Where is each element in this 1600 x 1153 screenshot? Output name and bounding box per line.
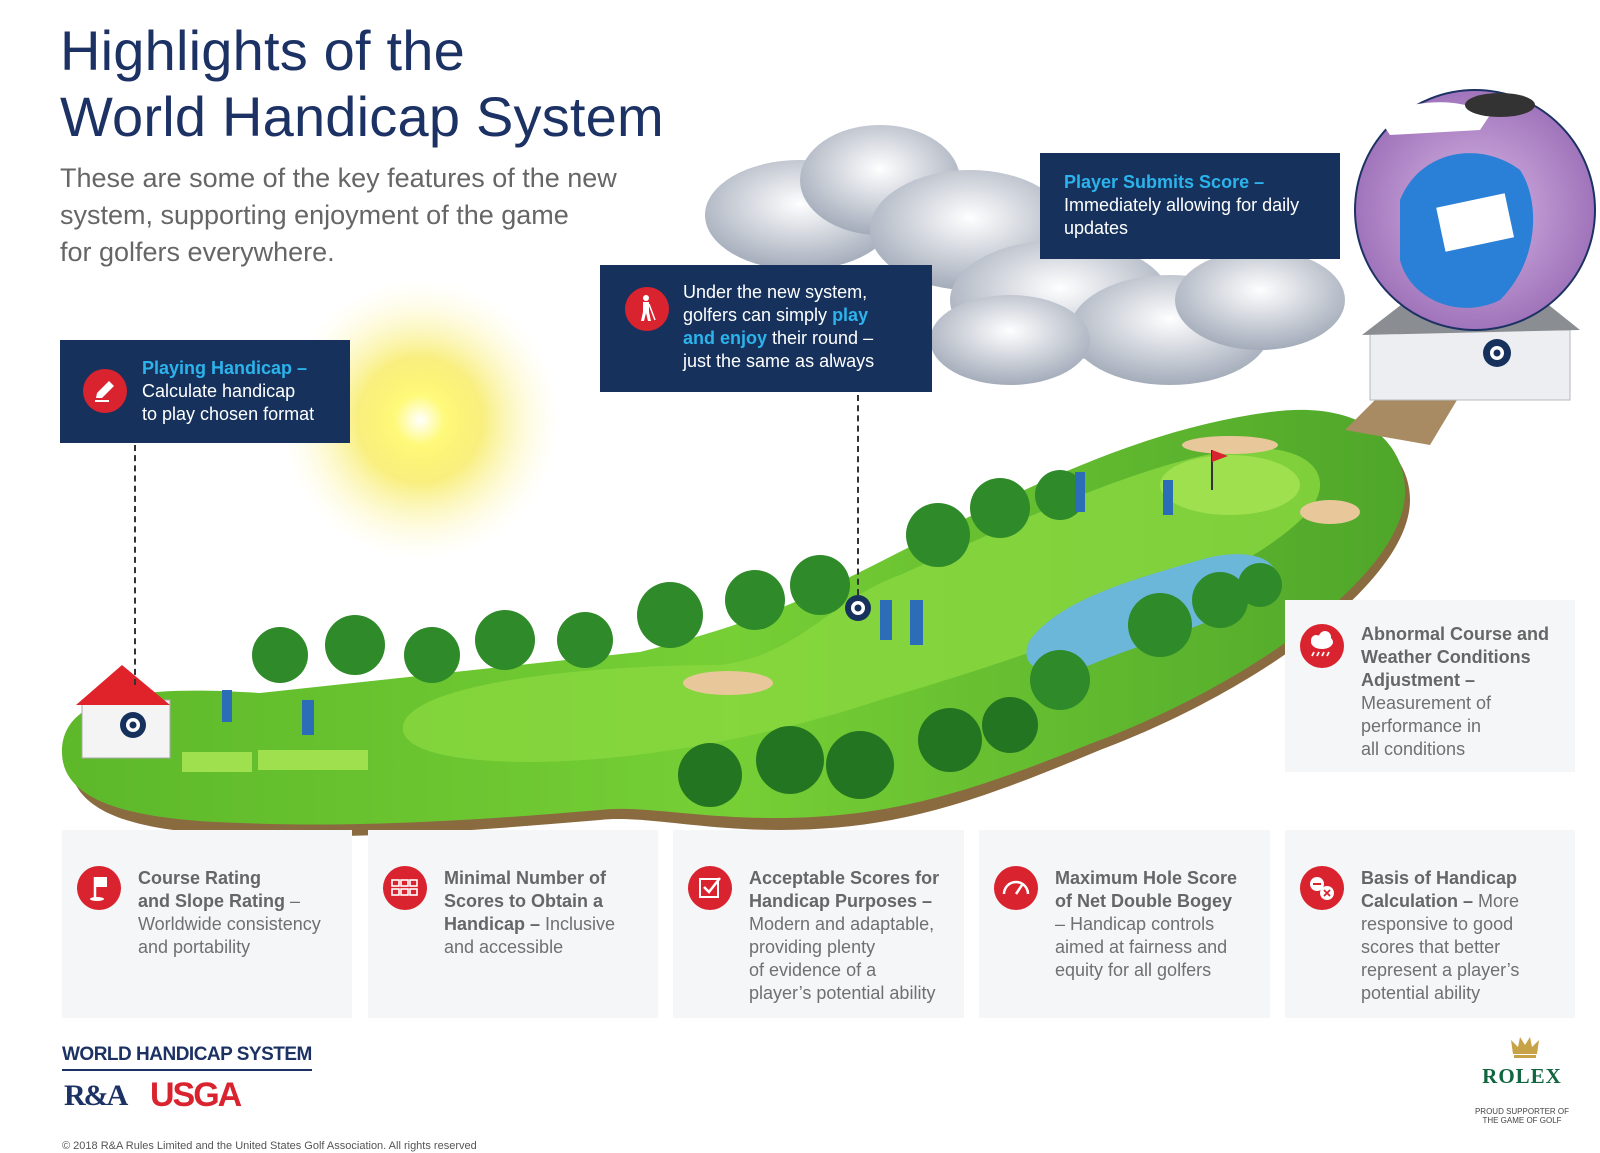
feature-max-hole-score: Maximum Hole Score of Net Double Bogey –… xyxy=(979,830,1270,1018)
page-title: Highlights of the World Handicap System xyxy=(60,18,664,150)
page-subtitle: These are some of the key features of th… xyxy=(60,160,660,271)
leader-line-play-enjoy xyxy=(857,395,859,595)
feature-text: Course Rating and Slope Rating – Worldwi… xyxy=(138,868,321,957)
feature-basis-calculation: Basis of Handicap Calculation – More res… xyxy=(1285,830,1575,1018)
pencil-icon xyxy=(83,369,127,413)
callout-highlight: and enjoy xyxy=(683,328,768,348)
usga-logo: USGA xyxy=(150,1076,242,1114)
callout-line: updates xyxy=(1064,218,1129,238)
callout-line: their round – xyxy=(767,328,874,348)
title-line-1: Highlights of the xyxy=(60,19,465,82)
copyright: © 2018 R&A Rules Limited and the United … xyxy=(62,1140,477,1152)
rolex-tagline: PROUD SUPPORTER OF THE GAME OF GOLF xyxy=(1474,1107,1570,1125)
checkmark-icon xyxy=(688,866,732,910)
callout-line: golfers can simply xyxy=(683,305,833,325)
callout-submit-score: Player Submits Score – Immediately allow… xyxy=(1040,153,1340,259)
trees xyxy=(252,470,1282,710)
whs-logo: WORLD HANDICAP SYSTEM xyxy=(62,1044,312,1071)
feature-text: Basis of Handicap Calculation – More res… xyxy=(1361,868,1520,1003)
trees-front xyxy=(678,697,1038,807)
calculation-icon xyxy=(1300,866,1344,910)
subtitle-line-3: for golfers everywhere. xyxy=(60,237,335,267)
leader-line-playing-handicap xyxy=(134,445,136,685)
callout-playing-handicap: Playing Handicap – Calculate handicap to… xyxy=(60,340,350,443)
sun xyxy=(280,280,560,560)
flag-icon xyxy=(77,866,121,910)
subtitle-line-1: These are some of the key features of th… xyxy=(60,163,617,193)
feature-text: Acceptable Scores for Handicap Purposes … xyxy=(749,868,940,1003)
scorecard-icon xyxy=(383,866,427,910)
callout-line: Under the new system, xyxy=(683,282,868,302)
randa-logo: R&A xyxy=(64,1079,128,1112)
callout-line: to play chosen format xyxy=(142,404,315,424)
callout-play-enjoy: Under the new system, golfers can simply… xyxy=(600,265,932,392)
player-photo xyxy=(1354,89,1596,331)
feature-text: Maximum Hole Score of Net Double Bogey –… xyxy=(1055,868,1238,980)
feature-text: Minimal Number of Scores to Obtain a Han… xyxy=(444,868,616,957)
feature-minimal-scores: Minimal Number of Scores to Obtain a Han… xyxy=(368,830,658,1018)
callout-line: just the same as always xyxy=(683,351,875,371)
callout-highlight: play xyxy=(832,305,869,325)
feature-abnormal-conditions: Abnormal Course and Weather Conditions A… xyxy=(1285,600,1575,772)
rolex-logo: ROLEX xyxy=(1482,1064,1562,1088)
callout-heading: Player Submits Score – xyxy=(1064,172,1265,192)
callout-line: Immediately allowing for daily xyxy=(1064,195,1300,215)
rolex-crown-icon xyxy=(1511,1037,1539,1058)
course-marker xyxy=(845,595,871,621)
storm-cloud xyxy=(705,125,1345,385)
gauge-icon xyxy=(994,866,1038,910)
title-line-2: World Handicap System xyxy=(60,85,664,148)
clubhouse-left xyxy=(76,665,171,759)
subtitle-line-2: system, supporting enjoyment of the game xyxy=(60,200,569,230)
callout-heading: Playing Handicap – xyxy=(142,358,308,378)
callout-line: Calculate handicap xyxy=(142,381,296,401)
feature-text: Abnormal Course and Weather Conditions A… xyxy=(1361,624,1550,759)
golfer-icon xyxy=(625,287,669,331)
feature-course-rating: Course Rating and Slope Rating – Worldwi… xyxy=(62,830,352,1018)
feature-acceptable-scores: Acceptable Scores for Handicap Purposes … xyxy=(673,830,964,1018)
rain-cloud-icon xyxy=(1300,624,1344,668)
